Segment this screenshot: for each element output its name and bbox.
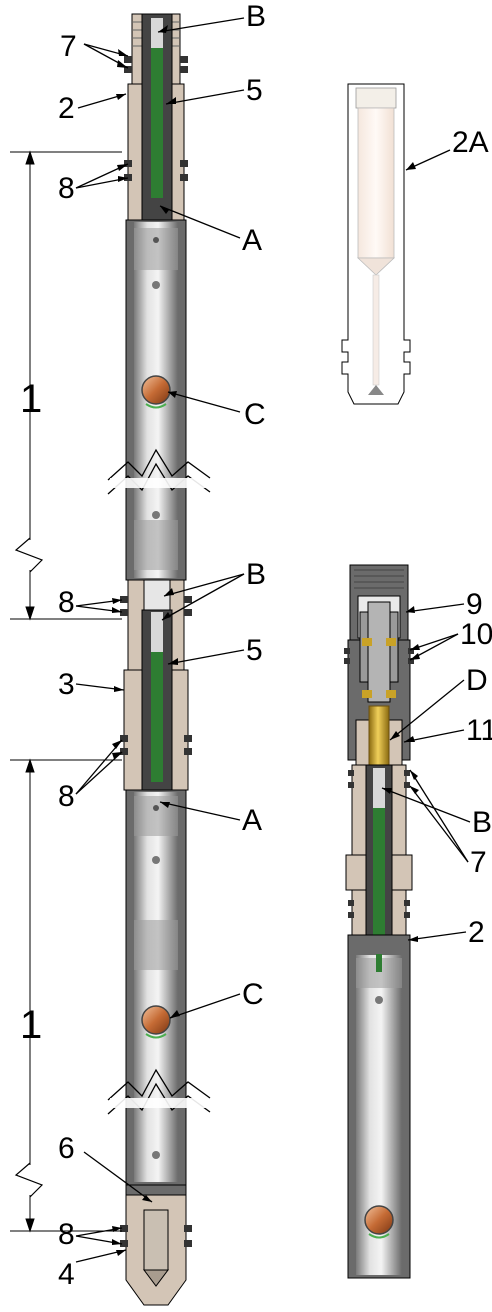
- break-line-lower: [107, 1068, 211, 1101]
- label-9: 9: [466, 588, 483, 621]
- gun-body-1-lower: [125, 789, 187, 1209]
- tandem-sub-part-3: [120, 579, 192, 791]
- label-B-top: B: [246, 0, 266, 33]
- part-2A-housing: [341, 83, 411, 405]
- label-2A: 2A: [452, 126, 489, 159]
- label-A-bot: A: [242, 804, 262, 837]
- label-4: 4: [58, 1258, 75, 1291]
- label-D: D: [466, 664, 488, 697]
- label-1-bot: 1: [20, 1003, 42, 1047]
- label-8-a: 8: [58, 172, 75, 205]
- label-8-b: 8: [58, 586, 75, 619]
- label-2-top: 2: [58, 92, 75, 125]
- break-line-upper: [107, 448, 211, 481]
- label-C-top: C: [244, 398, 266, 431]
- leader-arrowheads: [112, 25, 420, 1256]
- label-B-mid: B: [246, 558, 266, 591]
- label-10: 10: [460, 618, 492, 651]
- label-5-mid: 5: [246, 634, 263, 667]
- label-5-top: 5: [246, 74, 263, 107]
- label-6: 6: [58, 1132, 75, 1165]
- label-B-right: B: [472, 806, 492, 839]
- label-C-bot: C: [242, 978, 264, 1011]
- label-7-top: 7: [60, 30, 77, 63]
- callout-labels: B 7 2 5 2A 8 A 1 C B 8 9 10 5 3 D 11 8 A…: [20, 0, 492, 1291]
- label-2-right: 2: [468, 916, 485, 949]
- label-8-c: 8: [58, 780, 75, 813]
- label-8-d: 8: [58, 1218, 75, 1251]
- right-assembly: [344, 564, 414, 1279]
- top-sub-part-2: [124, 13, 188, 221]
- label-1-top: 1: [20, 377, 42, 421]
- label-A-top: A: [242, 224, 262, 257]
- label-7-right: 7: [470, 846, 487, 879]
- label-3: 3: [58, 668, 75, 701]
- left-assembly: [107, 13, 211, 1306]
- label-11: 11: [466, 714, 492, 747]
- dimension-1-lower: [10, 758, 122, 1233]
- bottom-sub-part-4: [120, 1184, 192, 1306]
- gun-body-1-upper: [125, 219, 187, 581]
